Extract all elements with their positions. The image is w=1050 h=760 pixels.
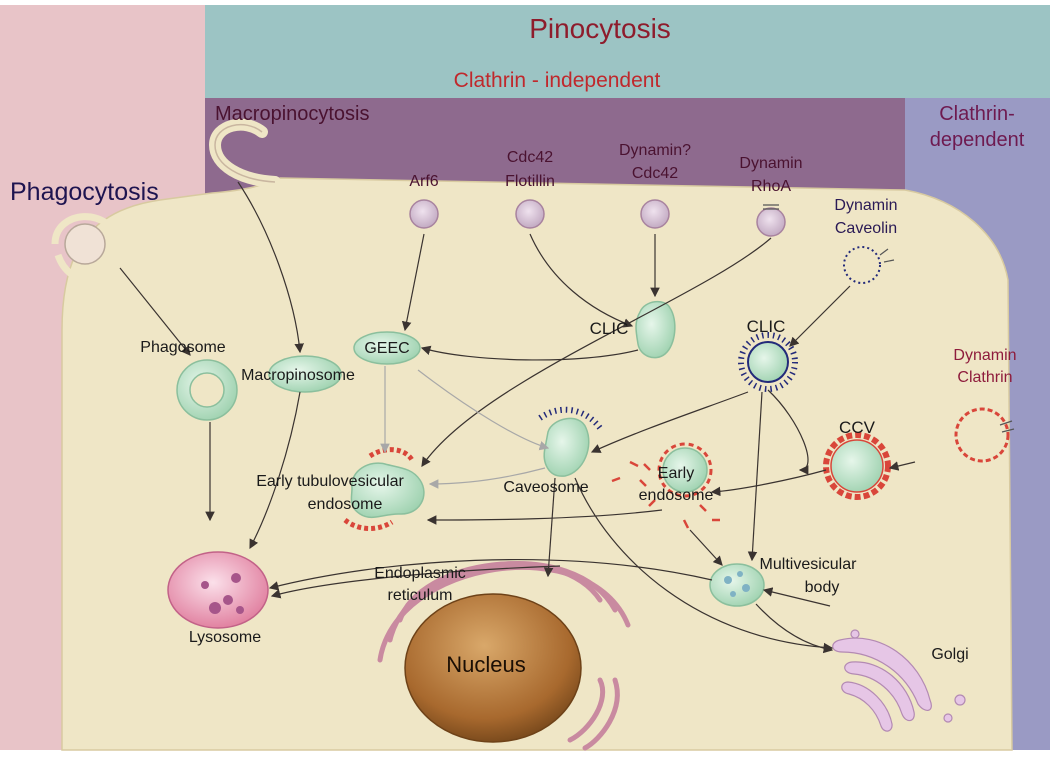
phagocytic-particle xyxy=(51,213,124,284)
macropinosome xyxy=(268,355,342,393)
clathrin-independent-label: Clathrin - independent xyxy=(454,69,661,92)
multivesicular-body xyxy=(709,563,765,607)
clathrin-dependent-label-2: dependent xyxy=(930,129,1025,151)
mvb-label-2: body xyxy=(805,579,840,596)
geec xyxy=(353,331,421,365)
pinocytosis-band xyxy=(205,5,1050,98)
phagosome-label: Phagosome xyxy=(140,339,225,356)
flotillin-label: Flotillin xyxy=(505,173,555,190)
lysosome xyxy=(167,551,269,629)
early-endosome-label-2: endosome xyxy=(639,487,714,504)
arf6-bud xyxy=(409,190,439,229)
caveosome-label: Caveosome xyxy=(503,479,588,496)
cdc42-label: Cdc42 xyxy=(507,149,553,166)
dynamin-q-label: Dynamin? xyxy=(619,142,691,159)
golgi xyxy=(832,629,966,732)
tubulovesicular-endosome xyxy=(343,447,425,531)
dynamin-clathrin-label-2: Clathrin xyxy=(957,369,1012,386)
dynamin-caveolin-label-2: Caveolin xyxy=(835,220,897,237)
cdc42-b-label: Cdc42 xyxy=(632,165,678,182)
geec-label: GEEC xyxy=(364,340,409,357)
er-label-1: Endoplasmic xyxy=(374,565,466,582)
early-endosome-label-1: Early xyxy=(658,465,694,482)
arf6-label: Arf6 xyxy=(409,173,438,190)
caveola-icon xyxy=(843,246,895,284)
dynamin-clathrin-label-1: Dynamin xyxy=(953,347,1016,364)
nucleus xyxy=(404,593,582,743)
pinocytosis-label: Pinocytosis xyxy=(529,13,671,44)
nucleus-label: Nucleus xyxy=(446,652,525,677)
rhoa-bud xyxy=(756,196,786,237)
clathrin-pit-icon xyxy=(954,407,1015,463)
ccv-vesicle xyxy=(823,432,891,500)
early-endosome xyxy=(611,442,720,529)
mvb-label-1: Multivesicular xyxy=(760,556,858,573)
dynamin-caveolin-label-1: Dynamin xyxy=(834,197,897,214)
caveosome xyxy=(538,406,603,477)
clathrin-dependent-label-1: Clathrin- xyxy=(939,103,1015,125)
clic-label-1: CLIC xyxy=(590,319,629,338)
pathway-arrows-grey xyxy=(380,366,550,489)
golgi-label: Golgi xyxy=(931,646,968,663)
dynamin-label: Dynamin xyxy=(739,155,802,172)
flotillin-bud xyxy=(515,190,545,229)
tubulovesicular-label-2: endosome xyxy=(308,496,383,513)
phagocytosis-label: Phagocytosis xyxy=(10,178,159,206)
clic-vesicle xyxy=(635,300,676,359)
tubulovesicular-label-1: Early tubulovesicular xyxy=(256,473,404,490)
pathway-arrows xyxy=(119,181,916,654)
ccv-label: CCV xyxy=(839,418,876,437)
rhoa-label: RhoA xyxy=(751,178,791,195)
lysosome-label: Lysosome xyxy=(189,629,261,646)
phagosome xyxy=(176,359,238,421)
macropinocytosis-label: Macropinocytosis xyxy=(215,103,370,125)
er-label-2: reticulum xyxy=(388,587,453,604)
cdc42-bud xyxy=(640,190,670,229)
macropinosome-label: Macropinosome xyxy=(241,367,355,384)
clic-caveolin-vesicle xyxy=(738,332,798,392)
clic-label-2: CLIC xyxy=(747,317,786,336)
